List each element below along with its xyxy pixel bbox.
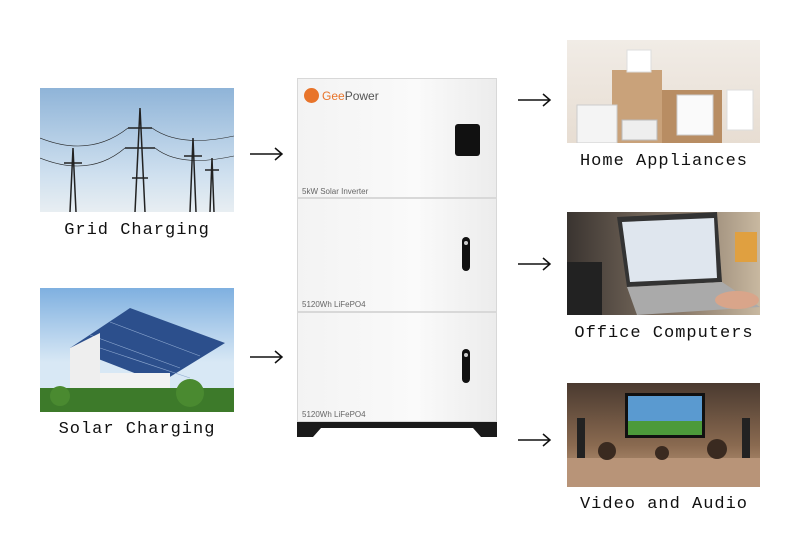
- appliances-illustration: [576, 49, 754, 143]
- solar-charging-image: [40, 288, 234, 412]
- arrow-right-icon: [518, 93, 552, 107]
- module-label: 5120Wh LiFePO4: [302, 300, 366, 309]
- living-room-tv-illustration: [567, 393, 760, 487]
- arrow-right-icon: [250, 147, 284, 161]
- power-towers-illustration: [40, 107, 234, 212]
- home-appliances-image: [567, 40, 760, 143]
- office-computers-label: Office Computers: [574, 324, 754, 343]
- arrow-right-icon: [250, 350, 284, 364]
- handle-icon: [462, 237, 470, 271]
- module-label: 5120Wh LiFePO4: [302, 410, 366, 419]
- grid-charging-image: [40, 88, 234, 212]
- inverter-module: GeePower 5kW Solar Inverter: [297, 78, 497, 198]
- solar-charging-label: Solar Charging: [58, 420, 216, 439]
- brand-logo-icon: [304, 88, 319, 103]
- grid-charging-label: Grid Charging: [64, 221, 210, 240]
- arrow-right-icon: [518, 257, 552, 271]
- handle-icon: [462, 349, 470, 383]
- arrow-right-icon: [518, 433, 552, 447]
- solar-house-illustration: [40, 308, 234, 412]
- geepower-battery-system: GeePower 5kW Solar Inverter 5120Wh LiFeP…: [297, 78, 500, 438]
- office-computers-image: [567, 212, 760, 315]
- video-audio-label: Video and Audio: [579, 495, 749, 514]
- video-audio-image: [567, 383, 760, 487]
- device-base: [297, 422, 497, 437]
- home-appliances-label: Home Appliances: [579, 152, 749, 171]
- display-screen: [455, 124, 480, 156]
- battery-module: 5120Wh LiFePO4: [297, 198, 497, 312]
- brand-logo: GeePower: [304, 88, 379, 103]
- battery-module: 5120Wh LiFePO4: [297, 312, 497, 422]
- laptop-illustration: [567, 212, 760, 315]
- module-label: 5kW Solar Inverter: [302, 187, 369, 196]
